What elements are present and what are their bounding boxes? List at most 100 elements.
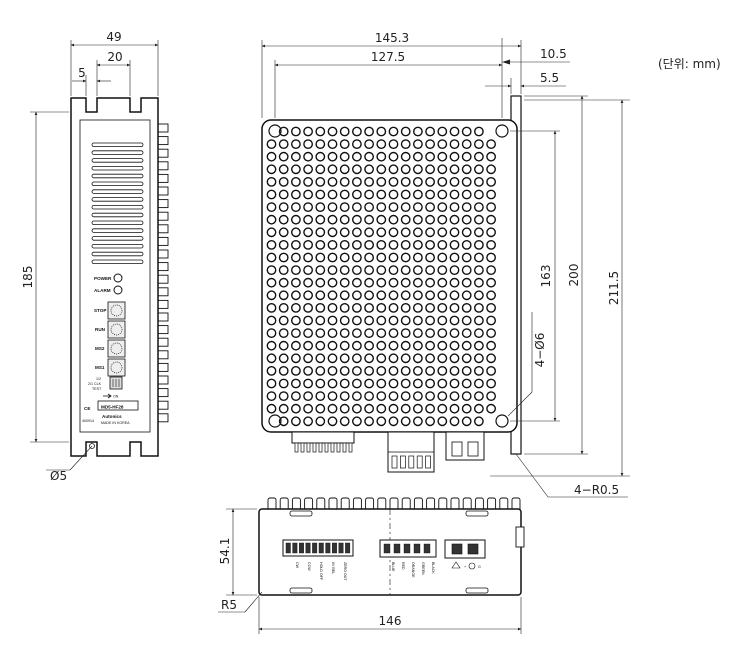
power-led — [113, 273, 123, 283]
vent-hole — [327, 353, 338, 364]
vent-hole — [364, 391, 374, 401]
vent-hole — [339, 164, 350, 175]
terminal-pin — [305, 542, 311, 554]
vent-hole — [351, 290, 362, 301]
vent-hole — [437, 151, 448, 162]
power-label-g: G — [478, 565, 481, 569]
vent-hole — [327, 151, 338, 162]
vent-hole — [376, 214, 387, 225]
vent-hole — [364, 365, 374, 376]
vent-hole — [461, 126, 472, 137]
vent-hole — [388, 164, 399, 175]
vent-hole — [425, 202, 435, 213]
leader-hole — [69, 445, 93, 471]
terminal-pin — [299, 542, 304, 554]
terminal-pin — [325, 542, 331, 554]
vent-hole — [339, 328, 350, 338]
connector-pin — [342, 442, 347, 453]
vent-hole — [425, 403, 435, 414]
vent-hole — [449, 151, 460, 162]
vent-hole — [266, 239, 277, 250]
vent-hole — [351, 151, 362, 162]
vent-hole — [376, 265, 387, 275]
vent-hole — [486, 214, 496, 225]
vent-hole — [327, 189, 338, 200]
dim-hole-5: Ø5 — [50, 469, 67, 483]
vent-hole — [437, 378, 448, 389]
vent-hole — [290, 126, 301, 137]
vent-hole — [486, 252, 496, 263]
vent-hole — [400, 239, 411, 250]
vent-hole — [315, 202, 326, 213]
vent-hole — [290, 302, 301, 313]
vent-hole — [388, 302, 399, 313]
vent-hole — [351, 353, 362, 364]
vent-hole — [400, 214, 411, 225]
vent-slot — [91, 142, 144, 147]
vent-slot — [91, 236, 144, 241]
vent-hole — [400, 302, 411, 313]
vent-hole — [388, 277, 399, 288]
vent-hole — [364, 290, 374, 301]
vent-hole — [388, 353, 399, 364]
vent-hole — [351, 302, 362, 313]
vent-hole — [412, 227, 423, 238]
vent-hole — [412, 391, 423, 401]
dim-54-1: 54.1 — [218, 538, 232, 565]
leader-r5 — [244, 591, 263, 613]
vent-hole — [278, 252, 289, 263]
vent-hole — [303, 378, 313, 389]
vent-hole — [339, 340, 350, 351]
vent-hole — [400, 391, 411, 401]
vent-hole — [315, 227, 326, 238]
vent-hole — [412, 265, 423, 275]
dim-10-5: 10.5 — [540, 47, 567, 61]
vent-hole — [412, 290, 423, 301]
vent-slot — [91, 189, 144, 194]
vent-hole — [315, 164, 326, 175]
vent-hole — [486, 139, 496, 150]
vent-hole — [388, 290, 399, 301]
vent-hole — [315, 353, 326, 364]
vent-hole — [315, 151, 326, 162]
terminal-label-ccw: CCW — [307, 562, 311, 571]
vent-hole — [449, 214, 460, 225]
vent-hole — [400, 416, 411, 427]
vent-hole — [339, 227, 350, 238]
vent-hole — [437, 328, 448, 338]
vent-hole — [351, 139, 362, 150]
vent-hole — [388, 315, 399, 326]
terminal-pin — [338, 542, 344, 554]
vent-hole — [376, 403, 387, 414]
vent-hole — [351, 176, 362, 187]
vent-hole — [278, 126, 289, 137]
mount-hole-tr — [495, 124, 509, 138]
vent-hole — [376, 227, 387, 238]
bottom-view: CW CCW HOLD OFF 0V BEL ZERO OUT BLUE RED… — [218, 497, 525, 634]
vent-hole — [412, 214, 423, 225]
mount-hole-circle — [89, 443, 95, 449]
vent-hole — [412, 416, 423, 427]
dim-145-3: 145.3 — [375, 31, 409, 45]
vent-hole — [290, 164, 301, 175]
vent-hole — [278, 378, 289, 389]
vent-hole — [327, 202, 338, 213]
vent-hole — [461, 151, 472, 162]
switch-label-1: 1/2 — [96, 377, 101, 381]
vent-hole — [364, 176, 374, 187]
vent-hole — [290, 189, 301, 200]
vent-hole — [461, 202, 472, 213]
vent-hole — [449, 252, 460, 263]
vent-hole — [315, 403, 326, 414]
vent-hole — [449, 277, 460, 288]
vent-hole — [388, 151, 399, 162]
vent-hole — [437, 340, 448, 351]
vent-hole — [364, 252, 374, 263]
connector-pin — [300, 442, 305, 453]
vent-hole — [388, 214, 399, 225]
vent-hole — [278, 391, 289, 401]
brand-logo: Autonics — [102, 414, 122, 419]
vent-hole — [315, 328, 326, 338]
connector-pin — [318, 442, 323, 453]
vent-hole — [278, 365, 289, 376]
